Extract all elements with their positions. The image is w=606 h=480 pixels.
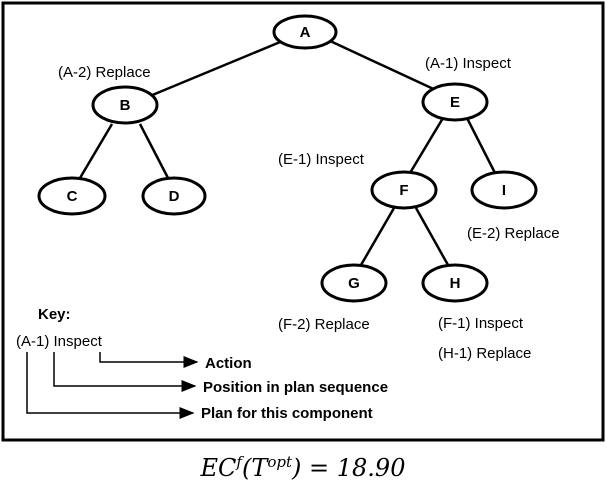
node-i: I [470, 170, 538, 210]
node-e: E [421, 82, 489, 122]
node-f: F [370, 170, 438, 210]
edge-a-b [149, 38, 286, 98]
key-position-label: Position in plan sequence [203, 379, 388, 396]
key-plan-label: Plan for this component [201, 405, 373, 422]
node-c: C [37, 176, 107, 216]
edge-f-h [414, 207, 450, 266]
node-e-label: E [450, 94, 460, 111]
node-g-label: G [348, 275, 360, 292]
node-a: A [272, 14, 338, 50]
node-d: D [141, 176, 207, 216]
node-d-label: D [169, 188, 180, 205]
node-f-label: F [399, 182, 408, 199]
annotation-e2-replace: (E-2) Replace [467, 225, 560, 242]
annotation-a2-replace: (A-2) Replace [58, 64, 151, 81]
node-b-label: B [120, 97, 131, 114]
node-i-label: I [502, 182, 506, 199]
caption-text: ECf(Topt) = 18.90 [200, 453, 406, 480]
node-c-label: C [67, 188, 78, 205]
node-h-label: H [450, 275, 461, 292]
annotation-f1-inspect: (F-1) Inspect [438, 315, 524, 332]
key-arrow-action [99, 352, 199, 368]
key-arrow-plan [26, 352, 195, 419]
key-arrow-position [53, 352, 197, 392]
edge-b-c [78, 123, 114, 179]
key-example: (A-1) Inspect [16, 333, 103, 350]
edge-e-f [408, 117, 445, 174]
annotation-f2-replace: (F-2) Replace [278, 316, 370, 333]
key-title: Key: [38, 306, 71, 323]
key-legend: Key: (A-1) Inspect Action Position in pl… [16, 306, 388, 422]
node-h: H [421, 263, 489, 303]
edge-a-e [327, 38, 441, 94]
node-a-label: A [300, 24, 311, 41]
annotation-h1-replace: (H-1) Replace [438, 345, 531, 362]
annotation-a1-inspect: (A-1) Inspect [425, 55, 512, 72]
edge-e-i [465, 117, 497, 174]
node-g: G [320, 263, 388, 303]
caption-formula: ECf(Topt) = 18.90 [0, 446, 606, 480]
annotation-e1-inspect: (E-1) Inspect [278, 151, 365, 168]
node-b: B [91, 85, 159, 125]
edge-b-d [138, 123, 170, 179]
diagram-frame [1, 1, 605, 442]
edge-f-g [359, 207, 396, 266]
key-action-label: Action [205, 355, 252, 372]
